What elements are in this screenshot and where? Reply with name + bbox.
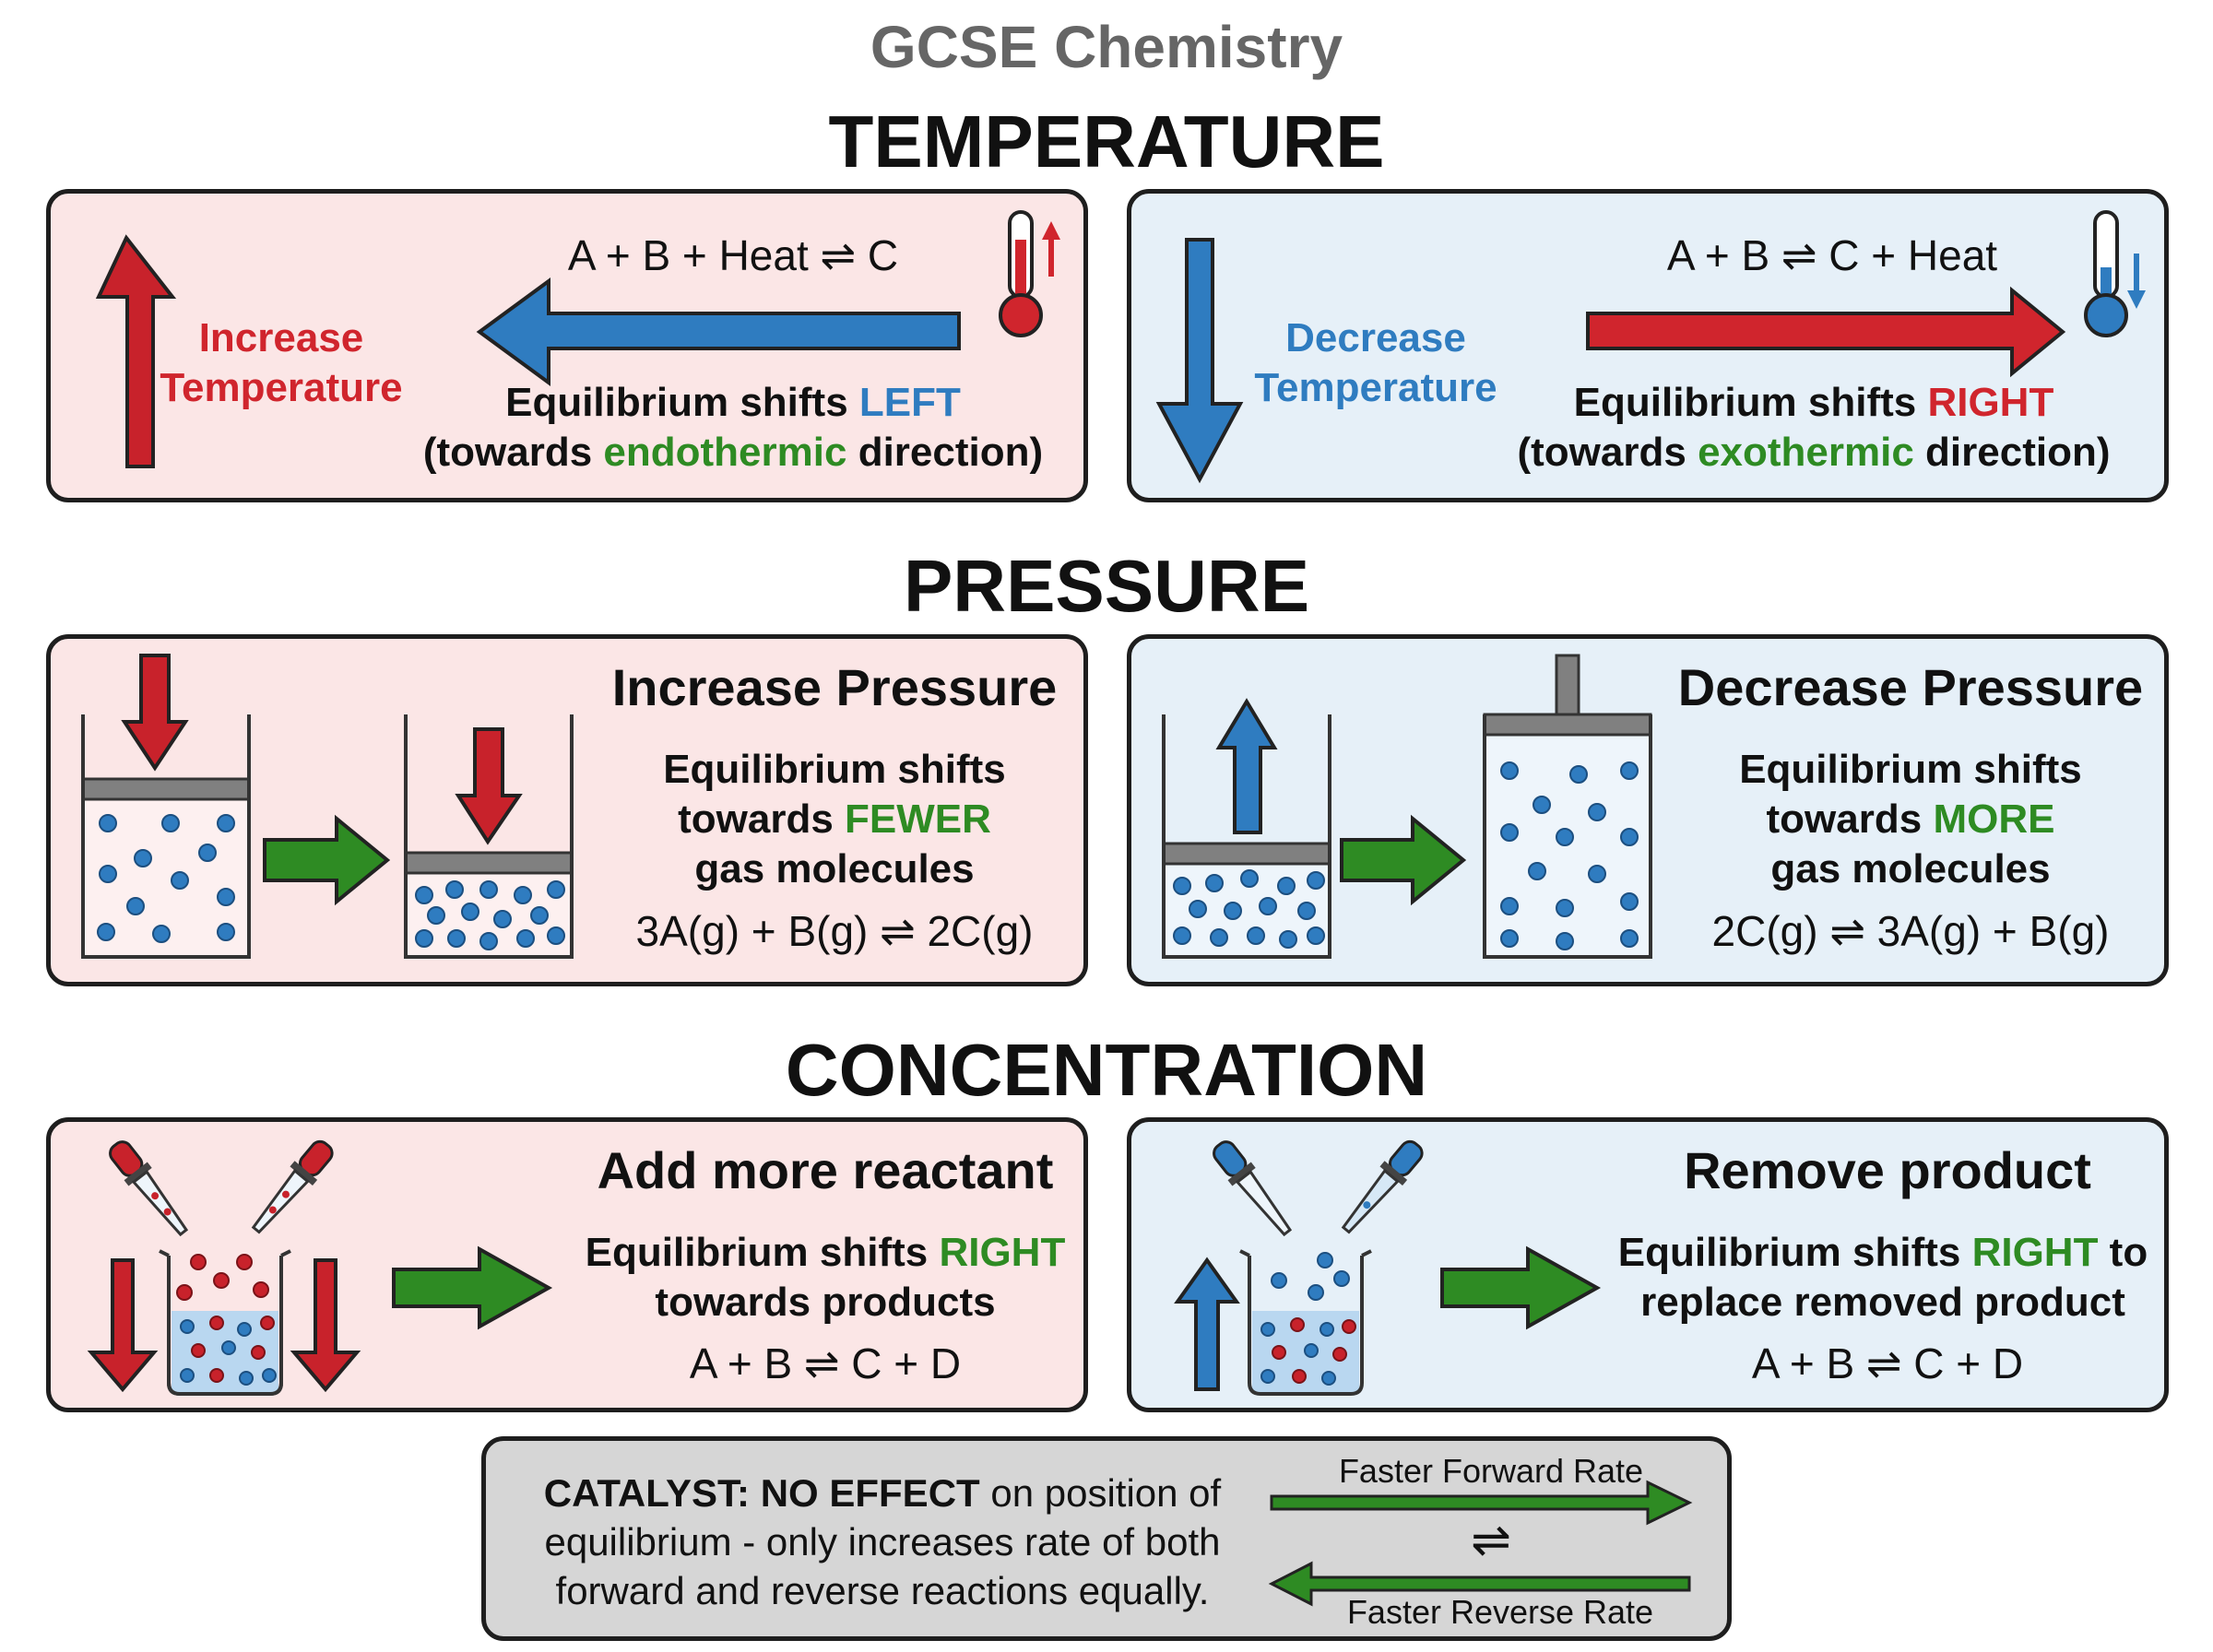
remove-product-graphics bbox=[1174, 1139, 1602, 1396]
increase-pressure-equation: 3A(g) + B(g) ⇌ 2C(g) bbox=[635, 907, 1034, 955]
decrease-pressure-graphics bbox=[1162, 654, 1652, 959]
green-right-arrow-icon bbox=[1340, 814, 1467, 906]
panel-increase-pressure: Increase Pressure Equilibrium shifts tow… bbox=[46, 634, 1088, 986]
decrease-pressure-heading: Decrease Pressure bbox=[1677, 658, 2144, 716]
increase-pressure-graphics bbox=[81, 654, 574, 959]
increase-temperature-label: Increase Temperature bbox=[160, 315, 403, 410]
add-reactant-explanation: Equilibrium shifts RIGHT towards product… bbox=[585, 1230, 1066, 1325]
green-right-arrow-icon bbox=[1440, 1245, 1602, 1330]
left-arrow-icon bbox=[476, 277, 961, 386]
dropper-left-icon bbox=[109, 1140, 189, 1237]
equilibrium-symbol: ⇌ bbox=[1471, 1514, 1511, 1567]
green-right-arrow-icon bbox=[263, 814, 391, 906]
up-arrow-icon bbox=[1174, 1257, 1240, 1391]
dropper-left-icon bbox=[1213, 1140, 1293, 1237]
add-reactant-graphics bbox=[87, 1139, 553, 1396]
panel-remove-product: Remove product Equilibrium shifts RIGHT … bbox=[1127, 1117, 2169, 1412]
page-supertitle: GCSE Chemistry bbox=[870, 14, 1343, 80]
increase-pressure-heading: Increase Pressure bbox=[611, 658, 1058, 716]
panel-catalyst: CATALYST: NO EFFECT on position of equil… bbox=[481, 1436, 1732, 1641]
green-right-arrow-icon bbox=[392, 1245, 553, 1330]
increase-temperature-equation: A + B + Heat ⇌ C bbox=[567, 231, 899, 279]
panel-increase-temperature: Increase Temperature A + B + Heat ⇌ C Eq… bbox=[46, 189, 1088, 502]
reverse-rate-arrow-icon bbox=[1268, 1561, 1691, 1607]
decrease-temperature-graphics bbox=[1155, 210, 2146, 484]
gas-container-large-icon bbox=[81, 654, 251, 959]
decrease-temperature-explanation: Equilibrium shifts RIGHT (towards exothe… bbox=[1517, 380, 2111, 475]
remove-product-heading: Remove product bbox=[1684, 1141, 2091, 1199]
remove-product-equation: A + B ⇌ C + D bbox=[1751, 1339, 2024, 1387]
increase-pressure-explanation: Equilibrium shifts towards FEWER gas mol… bbox=[663, 747, 1006, 891]
catalyst-explanation: CATALYST: NO EFFECT on position of equil… bbox=[543, 1471, 1222, 1612]
section-title-temperature: TEMPERATURE bbox=[828, 100, 1385, 183]
add-reactant-equation: A + B ⇌ C + D bbox=[689, 1339, 962, 1387]
increase-temperature-graphics bbox=[95, 210, 1060, 468]
gas-container-small-icon bbox=[1162, 698, 1331, 959]
remove-product-explanation: Equilibrium shifts RIGHT to replace remo… bbox=[1617, 1230, 2148, 1325]
decrease-pressure-explanation: Equilibrium shifts towards MORE gas mole… bbox=[1739, 747, 2082, 891]
decrease-temperature-equation: A + B ⇌ C + Heat bbox=[1666, 231, 1998, 279]
gas-container-expanded-icon bbox=[1483, 654, 1652, 959]
panel-decrease-pressure: Decrease Pressure Equilibrium shifts tow… bbox=[1127, 634, 2169, 986]
down-arrow-left-icon bbox=[87, 1258, 159, 1393]
thermometer-down-icon bbox=[2084, 210, 2146, 337]
forward-rate-arrow-icon bbox=[1270, 1480, 1693, 1526]
section-title-pressure: PRESSURE bbox=[903, 545, 1310, 627]
beaker-icon bbox=[159, 1249, 291, 1396]
panel-decrease-temperature: Decrease Temperature A + B ⇌ C + Heat Eq… bbox=[1127, 189, 2169, 502]
falling-reactant-drops-icon bbox=[176, 1254, 269, 1301]
rising-product-drops-icon bbox=[1271, 1252, 1350, 1301]
increase-temperature-explanation: Equilibrium shifts LEFT (towards endothe… bbox=[422, 380, 1044, 475]
dropper-right-icon bbox=[1341, 1139, 1424, 1234]
panel-add-reactant: Add more reactant Equilibrium shifts RIG… bbox=[46, 1117, 1088, 1412]
decrease-pressure-equation: 2C(g) ⇌ 3A(g) + B(g) bbox=[1711, 907, 2110, 955]
catalyst-rate-arrows bbox=[1268, 1480, 1693, 1607]
gas-container-compressed-icon bbox=[404, 714, 574, 959]
up-arrow-icon bbox=[95, 234, 177, 468]
add-reactant-heading: Add more reactant bbox=[597, 1141, 1054, 1199]
faster-forward-rate-label: Faster Forward Rate bbox=[1338, 1452, 1644, 1490]
faster-reverse-rate-label: Faster Reverse Rate bbox=[1346, 1593, 1654, 1631]
section-title-concentration: CONCENTRATION bbox=[785, 1029, 1428, 1111]
down-arrow-right-icon bbox=[290, 1258, 361, 1393]
dropper-right-icon bbox=[251, 1139, 334, 1234]
down-arrow-icon bbox=[1155, 238, 1244, 484]
right-arrow-icon bbox=[1586, 286, 2066, 378]
thermometer-up-icon bbox=[999, 210, 1060, 337]
decrease-temperature-label: Decrease Temperature bbox=[1254, 315, 1497, 410]
beaker-icon bbox=[1239, 1249, 1372, 1396]
